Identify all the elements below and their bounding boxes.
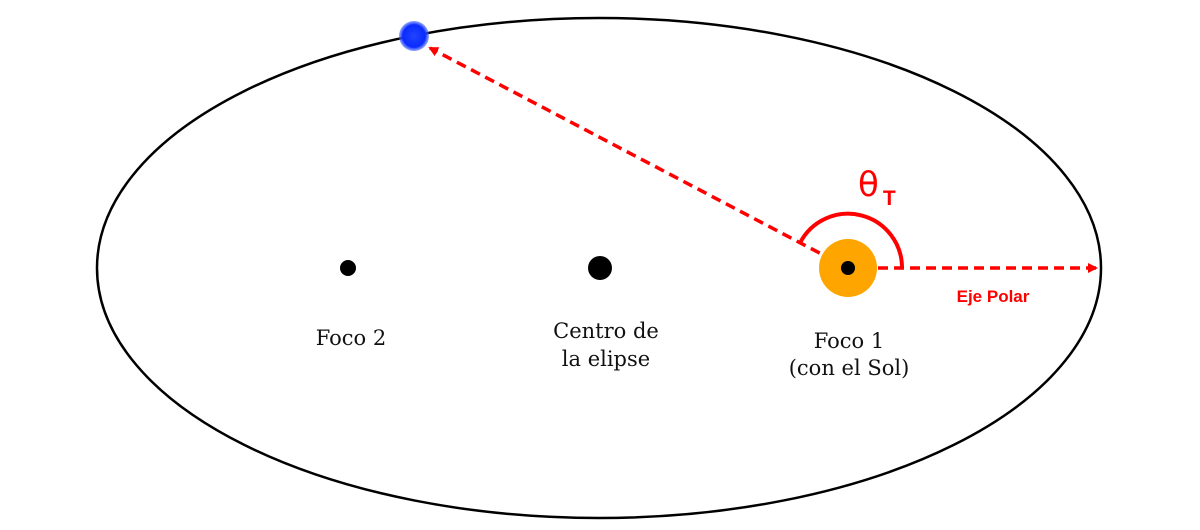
orbit-ellipse	[95, 16, 1103, 520]
focus1-label-line2: (con el Sol)	[789, 356, 910, 380]
angle-symbol: θ	[858, 165, 879, 205]
angle-label: θ T	[858, 165, 896, 210]
center-label-line2: la elipse	[562, 347, 650, 371]
center-dot	[588, 256, 612, 280]
angle-subscript: T	[883, 187, 896, 210]
planet	[399, 21, 429, 51]
focus1-label-line1: Foco 1	[814, 329, 885, 353]
center-label-line1: Centro de	[553, 319, 659, 343]
focus2-dot	[340, 260, 356, 276]
focus2-label: Foco 2	[316, 326, 387, 350]
focus1-dot	[841, 261, 855, 275]
radius-vector-arrow	[428, 46, 849, 270]
polar-axis-label: Eje Polar	[957, 287, 1030, 306]
angle-arc	[798, 211, 905, 269]
